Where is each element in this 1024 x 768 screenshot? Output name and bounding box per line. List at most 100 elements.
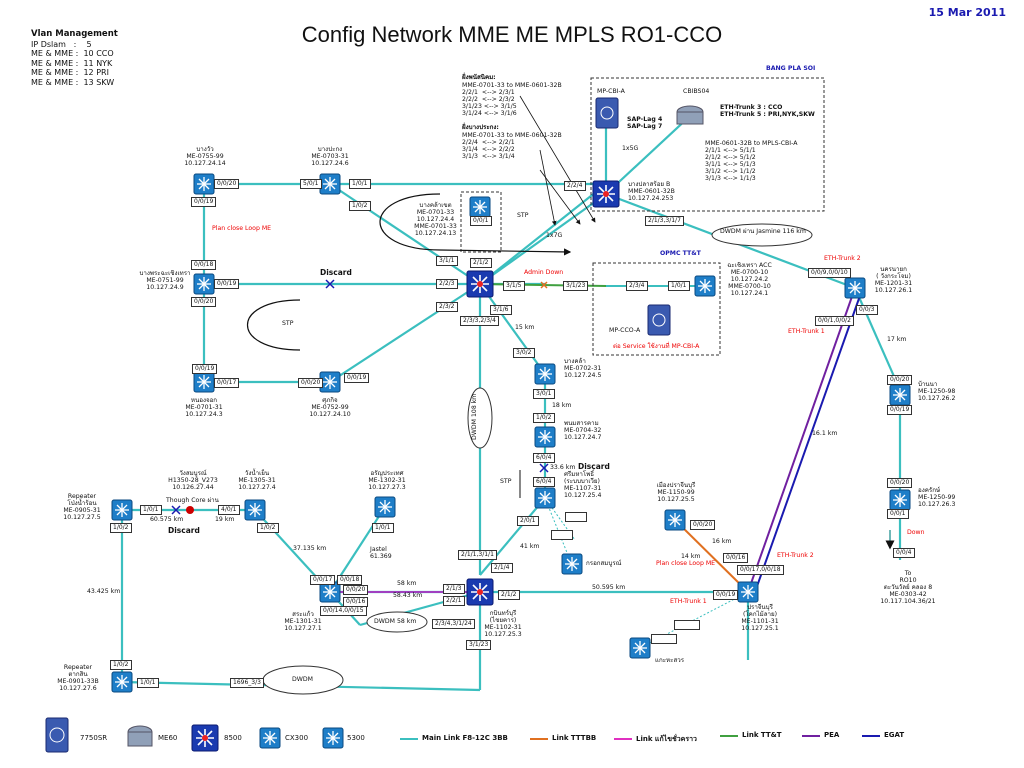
note-cbi: MME-0601-32B to MPLS-CBI-A 2/1/1 <--> 5/…	[705, 140, 798, 182]
node-bangpakong[interactable]: บางปะกง ME-0703-31 10.127.24.6	[311, 146, 349, 167]
port-label: 2/1/2	[498, 590, 520, 600]
port-label: 1/0/2	[110, 660, 132, 670]
node-nongchok[interactable]: หนองจอก ME-0701-31 10.127.24.3	[185, 397, 223, 418]
port-label: 2/0/1	[517, 516, 539, 526]
eth-trunk1-label-b: ETH-Trunk 1	[670, 598, 707, 605]
km-41: 41 km	[520, 543, 540, 550]
dwdm-58-label: DWDM 58 km	[374, 618, 417, 625]
port-blank	[551, 530, 573, 540]
mp-cco-label: MP-CCO-A	[609, 327, 641, 334]
stp-label-3: STP	[500, 478, 512, 485]
km-60-575: 60.575 km	[150, 516, 184, 523]
port-label: 2/2/3	[436, 279, 458, 289]
node-sukit[interactable]: ศุภกิจ ME-0752-99 10.127.24.10	[309, 397, 351, 418]
port-label: 1/0/2	[349, 201, 371, 211]
km-58-43: 58.43 km	[393, 592, 423, 599]
stp-label-2: STP	[282, 320, 294, 327]
eth-trunk1-label-a: ETH-Trunk 1	[788, 328, 825, 335]
node-phanomsarakham[interactable]: พนมสารคาม ME-0704-32 10.127.24.7	[564, 420, 602, 441]
legend-main-link: Main Link F8-12C 3BB	[422, 734, 508, 742]
discard-label-2: Discard	[168, 526, 200, 535]
port-label: 1/0/1	[137, 678, 159, 688]
note-sap-lag: SAP-Lag 4 SAP-Lag 7	[627, 116, 663, 130]
node-wangsomboon[interactable]: วังสมบูรณ์ H1350-28_V273 10.126.27.44	[168, 470, 218, 491]
port-label: 0/0/17,0/0/18	[737, 565, 784, 575]
port-label: 1/0/1	[372, 523, 394, 533]
port-label: 0/0/20	[887, 478, 913, 488]
discard-label-1: Discard	[320, 268, 352, 277]
port-label: 0/0/20	[298, 378, 324, 388]
discard-label-3: Discard	[578, 462, 610, 471]
node-bangkhla[interactable]: บางคล้า ME-0702-31 10.127.24.5	[564, 358, 602, 379]
port-label: 0/0/20	[887, 375, 913, 385]
dwdm-jasmine-label: DWDM ผ่าน Jasmine 116 km	[720, 228, 806, 235]
legend-me60: ME60	[158, 734, 178, 742]
vlan-line-2: ME & MME : 10 CCO	[31, 49, 114, 58]
port-label: 0/0/19	[214, 279, 240, 289]
port-label: 0/0/3	[856, 305, 878, 315]
port-label: 0/0/19	[713, 590, 739, 600]
note-eth-trunk: ETH-Trunk 3 : CCO ETH-Trunk 5 : PRI,NYK,…	[720, 104, 815, 118]
port-label: 3/1/23	[466, 640, 492, 650]
port-label: 0/0/17	[214, 378, 240, 388]
port-label: 0/0/20	[343, 585, 369, 595]
km-17: 17 km	[887, 336, 907, 343]
port-label: 0/0/17	[310, 575, 336, 585]
node-kabinburi[interactable]: กบินทร์บุรี (ไชยคาร) ME-1102-31 10.127.2…	[484, 610, 522, 638]
port-label: 0/0/16	[723, 553, 749, 563]
admin-down-label: Admin Down	[524, 269, 564, 276]
legend-egat: EGAT	[884, 731, 905, 739]
dwdm-108-label: DWDM 108 km	[471, 393, 478, 440]
eth-trunk2-label-a: ETH-Trunk 2	[824, 255, 861, 262]
km-19: 19 km	[215, 516, 235, 523]
node-bangwua[interactable]: บางวัว ME-0755-99 10.127.24.14	[184, 146, 226, 167]
node-to-ro10[interactable]: To RO10 ตะวันวัลย์ คลอง 8 ME-0303-42 10.…	[880, 570, 936, 605]
dwdm-bottom-label: DWDM	[292, 676, 313, 683]
node-bangplasoi[interactable]: บางปลาสร้อย B MME-0601-32B 10.127.24.253	[628, 181, 675, 202]
though-core-label: Though Core ผ่าน	[166, 497, 219, 504]
opmc-label: OPMC TT&T	[660, 250, 701, 257]
node-wangnamyen[interactable]: วังน้ำเย็น ME-1305-31 10.127.27.4	[238, 470, 276, 491]
legend-link-ttt: Link TT&T	[742, 731, 782, 739]
port-label: 3/1/6	[490, 305, 512, 315]
node-chachoeng-acc[interactable]: ฉะเชิงเทรา ACC ME-0700-10 10.127.24.2 MM…	[727, 262, 772, 297]
node-bangphrasao[interactable]: บางพระฉะเชิงเทรา ME-0751-99 10.127.24.9	[139, 270, 191, 291]
port-label: 0/0/20	[690, 520, 716, 530]
legend-7750sr: 7750SR	[80, 734, 108, 742]
port-label: 0/0/19	[887, 405, 913, 415]
port-label: 3/1/5	[503, 281, 525, 291]
vlan-line-5: ME & MME : 13 SKW	[31, 77, 115, 87]
node-repeater-taksin[interactable]: Repeater ตากสิน ME-0901-33B 10.127.27.6	[57, 664, 99, 692]
port-label: 3/0/2	[513, 348, 535, 358]
port-label: 2/2/4	[564, 181, 586, 191]
mp-cco-note: ต่อ Service ใช้งานที่ MP-CBI-A	[613, 343, 700, 350]
port-label: 3/1/23	[563, 281, 589, 291]
note-sub2-title: ฝั่งบางประกง:	[462, 124, 499, 131]
port-label: 0/0/19	[191, 197, 217, 207]
km-50-595: 50.595 km	[592, 584, 626, 591]
node-sakaeo[interactable]: สระแก้ว ME-1301-31 10.127.27.1	[284, 611, 322, 632]
port-label: 2/3/2	[436, 302, 458, 312]
port-label: 1/0/2	[533, 413, 555, 423]
km-16-1: 16.1 km	[812, 430, 838, 437]
node-bangkhla-upper[interactable]: บางคล้าเขต ME-0701-33 10.127.24.4 MME-07…	[414, 202, 457, 237]
node-baannaa[interactable]: บ้านนา ME-1250-98 10.127.26.2	[918, 381, 956, 402]
node-ongkharak[interactable]: องครักษ์ ME-1250-99 10.127.26.3	[918, 487, 956, 508]
node-srimahaphot[interactable]: ศรีมหาโพธิ์ (ระบบบาเวีย) ME-1107-31 10.1…	[564, 471, 602, 499]
node-muangprachin[interactable]: เมืองปราจีนบุรี ME-1150-99 10.127.25.5	[656, 482, 696, 503]
stp-label-1: STP	[517, 212, 529, 219]
port-label: 0/0/20	[191, 297, 217, 307]
port-label: 3/0/1	[533, 389, 555, 399]
port-label: 0/0/19	[192, 364, 218, 374]
port-label: 0/0/14,0/0/15	[320, 606, 367, 616]
node-prachinburi[interactable]: ปราจีนบุรี (โคกไม้ลาย) ME-1101-31 10.127…	[741, 604, 779, 632]
km-16: 16 km	[712, 538, 732, 545]
legend-5300: 5300	[347, 734, 365, 742]
node-nakornayok[interactable]: นครนายก ( วังกระโจม) ME-1201-31 10.127.2…	[874, 266, 913, 294]
node-aranyaprathet[interactable]: อรัญประเทศ ME-1302-31 10.127.27.3	[368, 470, 406, 491]
node-repeater-pongnamron[interactable]: Repeater โป่งน้ำร้อน ME-0905-31 10.127.2…	[63, 493, 101, 521]
cbibs-label: CBIBS04	[683, 88, 710, 95]
legend-8500: 8500	[224, 734, 242, 742]
note-sub1: MME-0701-33 to MME-0601-32B 2/2/1 <--> 2…	[462, 82, 562, 117]
vlan-line-1: IP Dslam : 5	[31, 39, 92, 49]
